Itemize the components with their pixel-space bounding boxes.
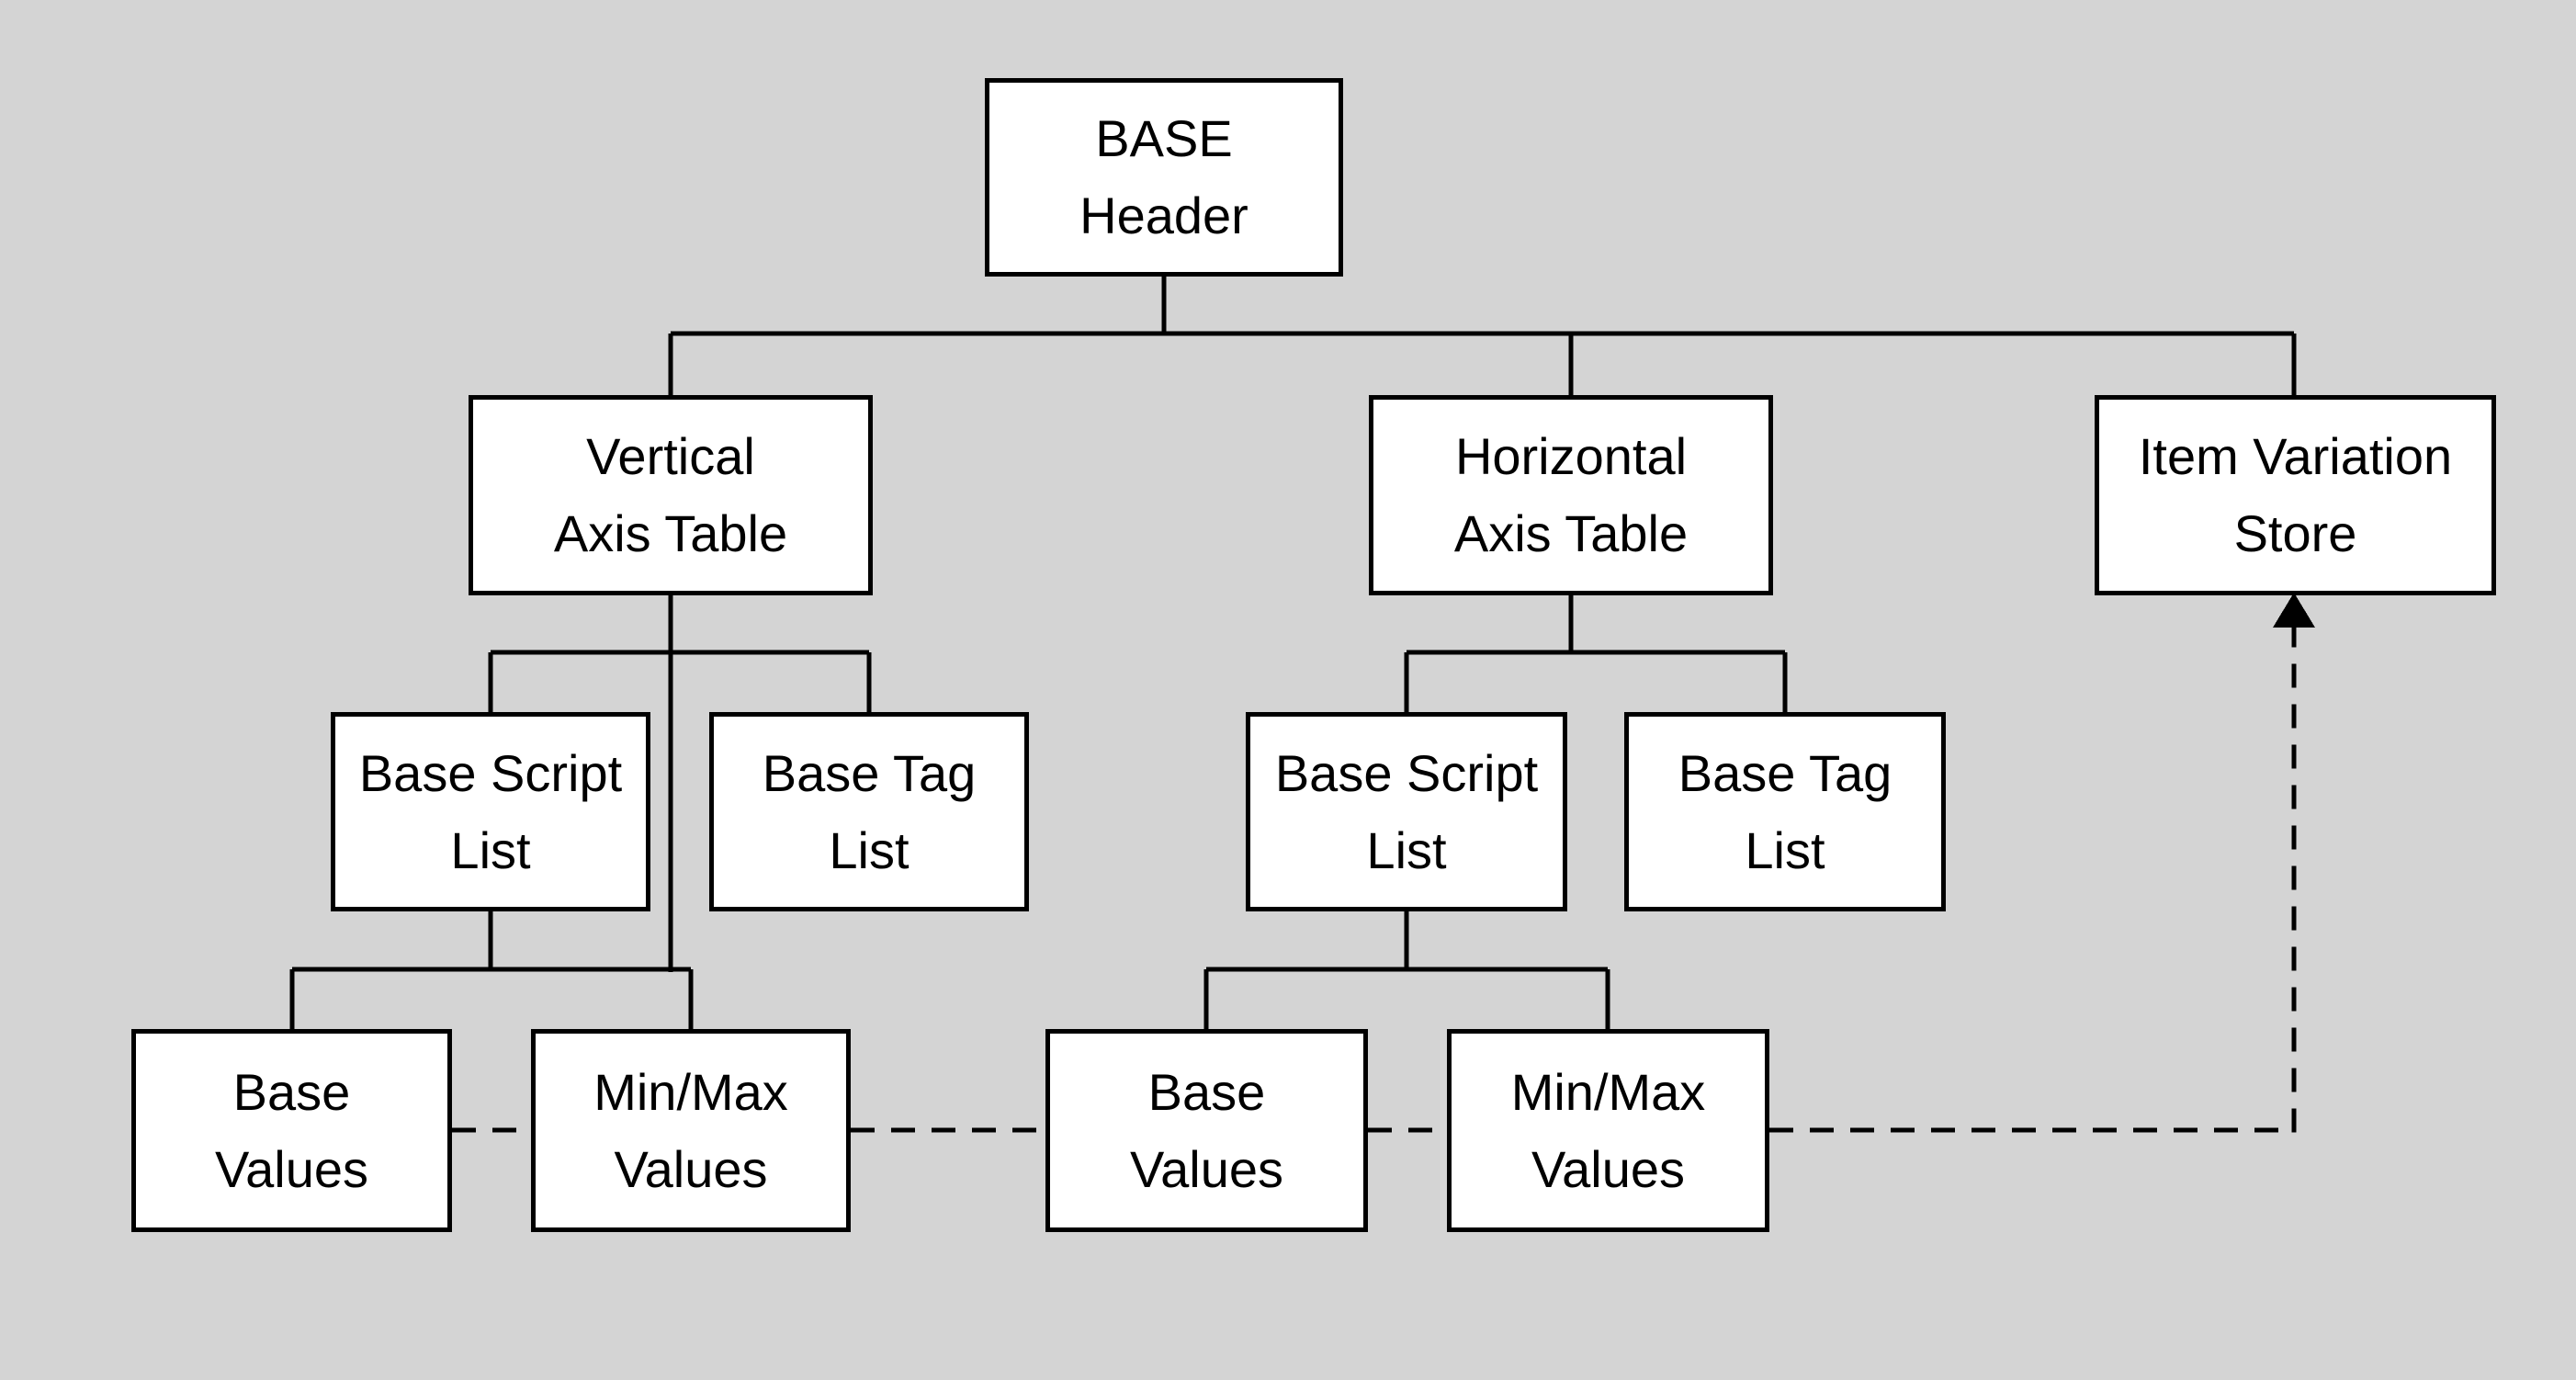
node-horizontal-axis-table-label: Horizontal Axis Table [1453,427,1689,562]
node-v-base-script-list-label: Base Script List [358,743,623,879]
node-horizontal-axis-table: Horizontal Axis Table [1369,395,1773,595]
node-vertical-axis-table-label: Vertical Axis Table [553,427,788,562]
node-item-variation-store-label: Item Variation Store [2138,427,2453,562]
node-v-base-script-list: Base Script List [331,712,650,911]
node-h-base-script-list-label: Base Script List [1274,743,1539,879]
node-h-base-tag-list: Base Tag List [1624,712,1946,911]
node-h-base-script-list: Base Script List [1246,712,1567,911]
node-base-header: BASE Header [985,78,1343,277]
node-base-header-label: BASE Header [1079,109,1248,244]
node-vertical-axis-table: Vertical Axis Table [469,395,873,595]
arrowhead-up-icon [2273,593,2315,628]
node-h-minmax-values: Min/Max Values [1447,1029,1769,1232]
node-v-base-tag-list-label: Base Tag List [762,743,977,879]
node-v-minmax-values-label: Min/Max Values [593,1062,788,1198]
dashed-edges [452,623,2297,1133]
solid-edges [289,274,2297,1033]
node-item-variation-store: Item Variation Store [2095,395,2496,595]
node-v-minmax-values: Min/Max Values [531,1029,851,1232]
node-v-base-values: Base Values [131,1029,452,1232]
node-h-minmax-values-label: Min/Max Values [1510,1062,1706,1198]
node-h-base-tag-list-label: Base Tag List [1678,743,1892,879]
node-h-base-values: Base Values [1045,1029,1368,1232]
node-v-base-values-label: Base Values [214,1062,369,1198]
node-v-base-tag-list: Base Tag List [709,712,1029,911]
node-h-base-values-label: Base Values [1129,1062,1284,1198]
